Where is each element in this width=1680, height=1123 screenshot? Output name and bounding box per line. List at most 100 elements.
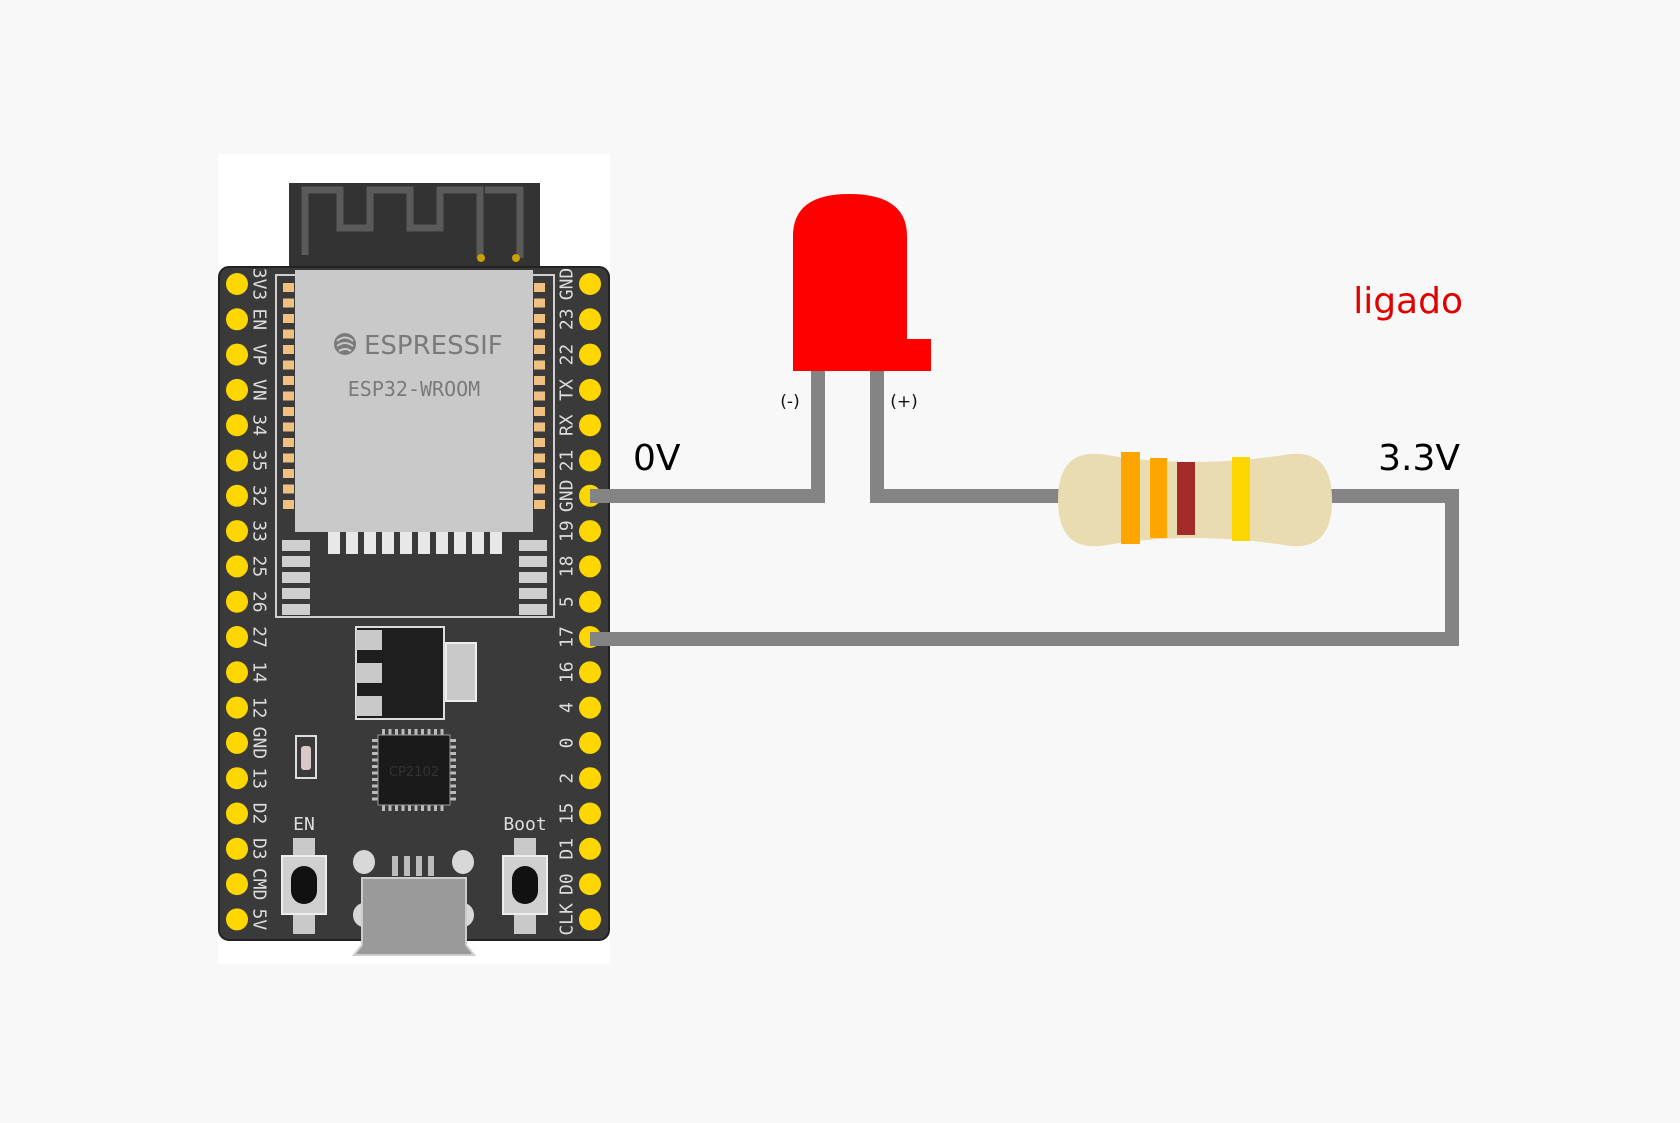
left-pin-label: CMD xyxy=(249,868,270,901)
left-pin-label: 33 xyxy=(249,520,270,542)
left-pin-12[interactable] xyxy=(226,696,248,719)
right-pin-label: 22 xyxy=(557,344,578,366)
left-pin-16[interactable] xyxy=(226,837,248,860)
led-body xyxy=(793,194,931,371)
left-pin-label: 14 xyxy=(249,661,270,683)
right-pin-label: GND xyxy=(557,480,578,513)
right-pin-label: 23 xyxy=(557,308,578,330)
left-pin-label: 12 xyxy=(249,697,270,719)
right-pin-label: 15 xyxy=(557,803,578,825)
right-pin-label: CLK xyxy=(557,903,578,936)
left-pin-label: D2 xyxy=(249,803,270,825)
right-pin-label: 5 xyxy=(557,596,578,607)
chip-label: CP2102 xyxy=(389,765,439,780)
led-to-resistor-wire xyxy=(870,364,1062,503)
module-pads xyxy=(282,283,547,615)
left-pin-label: VP xyxy=(249,344,270,366)
left-pin-17[interactable] xyxy=(226,873,248,896)
right-pin-15[interactable] xyxy=(579,802,601,825)
usb-connector xyxy=(351,850,477,956)
right-pin-2[interactable] xyxy=(579,343,601,366)
right-pin-4[interactable] xyxy=(579,414,601,437)
right-pin-label: 18 xyxy=(557,556,578,578)
left-pin-6[interactable] xyxy=(226,484,248,507)
espressif-logo-icon xyxy=(334,333,356,355)
right-pin-11[interactable] xyxy=(579,661,601,684)
module-name: ESP32-WROOM xyxy=(348,377,480,401)
left-pin-13[interactable] xyxy=(226,731,248,754)
left-pin-0[interactable] xyxy=(226,273,248,295)
led-positive-label: (+) xyxy=(890,392,918,412)
left-pin-5[interactable] xyxy=(226,449,248,472)
left-pin-label: 3V3 xyxy=(249,268,270,301)
right-pin-0[interactable] xyxy=(579,273,601,295)
right-pin-16[interactable] xyxy=(579,837,601,860)
left-pin-9[interactable] xyxy=(226,590,248,613)
left-pin-label: EN xyxy=(249,308,270,330)
left-pin-label: 27 xyxy=(249,626,270,648)
right-pin-12[interactable] xyxy=(579,696,601,719)
resistor-band-2 xyxy=(1150,458,1167,538)
right-pin-label: 19 xyxy=(557,520,578,542)
left-pin-4[interactable] xyxy=(226,414,248,437)
right-pin-label: TX xyxy=(557,379,578,401)
voltage-regulator xyxy=(355,626,477,720)
supply-voltage-label: 3.3V xyxy=(1378,438,1460,479)
boot-button[interactable]: Boot xyxy=(502,814,548,934)
left-pin-label: D3 xyxy=(249,838,270,860)
gnd-wire xyxy=(590,364,825,503)
right-pin-13[interactable] xyxy=(579,731,601,754)
left-pin-label: VN xyxy=(249,379,270,401)
right-pin-5[interactable] xyxy=(579,449,601,472)
left-pin-3[interactable] xyxy=(226,378,248,401)
left-pin-2[interactable] xyxy=(226,343,248,366)
esp32-board: ESPRESSIF ESP32-WROOM CP2102 EN xyxy=(218,154,610,964)
right-pin-17[interactable] xyxy=(579,873,601,896)
left-pin-15[interactable] xyxy=(226,802,248,825)
usb-uart-chip: CP2102 xyxy=(372,729,456,811)
resistor-band-4 xyxy=(1232,457,1250,541)
right-pin-9[interactable] xyxy=(579,590,601,613)
antenna-trace xyxy=(301,186,524,258)
left-pin-label: 25 xyxy=(249,556,270,578)
left-pin-8[interactable] xyxy=(226,555,248,578)
en-button-label: EN xyxy=(293,814,315,835)
resistor-band-3 xyxy=(1177,462,1195,535)
right-pin-1[interactable] xyxy=(579,308,601,331)
boot-button-label: Boot xyxy=(503,814,546,835)
left-pin-label: 32 xyxy=(249,485,270,507)
right-pin-3[interactable] xyxy=(579,378,601,401)
red-led: (-) (+) xyxy=(780,194,931,412)
right-pin-7[interactable] xyxy=(579,520,601,543)
right-pin-label: 0 xyxy=(557,737,578,748)
left-pin-14[interactable] xyxy=(226,767,248,790)
status-label: ligado xyxy=(1353,281,1463,322)
right-pin-label: D0 xyxy=(557,873,578,895)
module-brand: ESPRESSIF xyxy=(364,331,503,361)
left-pin-label: 35 xyxy=(249,450,270,472)
right-pin-14[interactable] xyxy=(579,767,601,790)
left-pin-10[interactable] xyxy=(226,626,248,648)
left-pin-label: 34 xyxy=(249,414,270,436)
right-pin-label: 4 xyxy=(557,702,578,713)
wires xyxy=(590,364,1459,646)
left-pin-label: 13 xyxy=(249,767,270,789)
left-pin-18[interactable] xyxy=(226,908,248,931)
right-pin-label: 2 xyxy=(557,773,578,784)
gpio17-wire xyxy=(590,489,1459,646)
right-pin-18[interactable] xyxy=(579,908,601,931)
right-pin-label: GND xyxy=(557,268,578,301)
left-pin-7[interactable] xyxy=(226,520,248,543)
right-pin-label: RX xyxy=(557,414,578,436)
module-shield xyxy=(295,270,533,532)
right-pin-8[interactable] xyxy=(579,555,601,578)
left-pin-label: GND xyxy=(249,727,270,760)
right-pin-label: 17 xyxy=(557,626,578,648)
en-button[interactable]: EN xyxy=(281,814,327,934)
led-negative-label: (-) xyxy=(780,392,799,412)
left-pin-11[interactable] xyxy=(226,661,248,684)
left-pin-1[interactable] xyxy=(226,308,248,331)
